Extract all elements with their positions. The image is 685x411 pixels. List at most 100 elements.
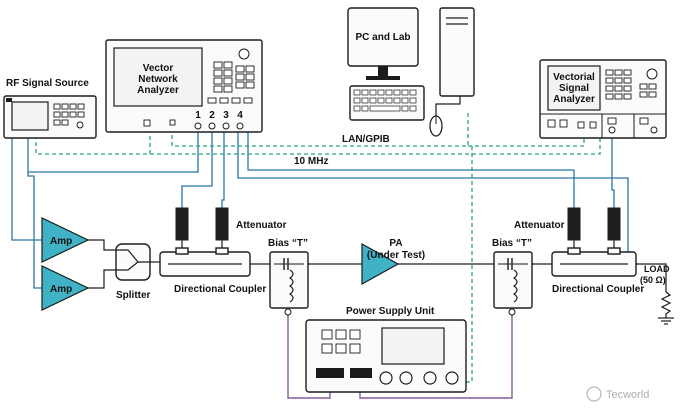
ref-wire-10mhz (150, 138, 601, 155)
rf-source-screen (11, 101, 49, 131)
watermark: Tecworld (586, 386, 649, 402)
ten-mhz-label: 10 MHz (294, 156, 328, 167)
pa-label-line2: (Under Test) (367, 250, 425, 261)
splitter: Splitter (115, 243, 151, 301)
vna-label-line3: Analyzer (137, 85, 179, 96)
attenuator-left: Attenuator (175, 207, 287, 248)
vna-port3-label: 3 (223, 110, 229, 121)
vna-usb-port (143, 119, 151, 127)
wire-port3-attenuator (221, 130, 225, 208)
vna-label-line1: Vector (143, 63, 174, 74)
watermark-text: Tecworld (606, 389, 649, 401)
directional-coupler-right: Directional Coupler (551, 247, 644, 295)
wire-to-right-attenuator (247, 130, 575, 208)
bias-t-left-body (269, 251, 309, 309)
vna-port1-label: 1 (195, 110, 201, 121)
wire-port1 (28, 130, 199, 173)
directional-coupler-left: Directional Coupler (159, 247, 266, 295)
coupler-left-port-b (215, 247, 229, 255)
pc-monitor-base (366, 76, 400, 80)
vna-port1-connector (194, 122, 202, 130)
vna-label-line2: Network (138, 74, 178, 85)
vna-port2-connector (208, 122, 216, 130)
bias-t-right-body (493, 251, 533, 309)
coax-amp-bottom (88, 269, 116, 289)
bias-t-right-dc-port (508, 308, 516, 316)
vsa-label-line3: Analyzer (553, 94, 595, 105)
attenuator-right: Attenuator (514, 207, 621, 248)
load-label-line1: LOAD (644, 264, 670, 274)
bias-t-right: Bias “T” (492, 238, 533, 316)
coax-coupler-load (636, 263, 667, 292)
pc-keyboard-keys (353, 89, 417, 112)
ref-wire-psu (462, 146, 473, 383)
vna-keypad (207, 48, 255, 104)
bias-t-left: Bias “T” (268, 238, 309, 316)
vsa-bottom-panel (540, 113, 666, 138)
ref-wire-lan (171, 110, 469, 147)
psu-display (381, 327, 445, 365)
wire-vna-to-amp-bottom (27, 138, 42, 289)
pa-triangle (361, 242, 400, 286)
load-resistor (660, 291, 672, 318)
bias-t-left-inductor (288, 269, 294, 303)
amp-bottom: Amp (41, 265, 90, 311)
amp-top-label: Amp (50, 236, 72, 247)
attenuator-right-a (567, 207, 581, 241)
coupler-right-port-b (607, 247, 621, 255)
coupler-right-port-a (567, 247, 581, 255)
pc-monitor-stand (378, 66, 388, 76)
watermark-icon (586, 386, 602, 402)
vna-lan-port (169, 119, 176, 126)
rf-source-keypad (53, 103, 85, 129)
vna-screen (113, 47, 203, 107)
coupler-right-label: Directional Coupler (552, 284, 644, 295)
pc-and-lab: PC and Lab (347, 7, 475, 137)
attenuator-left-label: Attenuator (236, 220, 287, 231)
psu-output-terminal-left (316, 368, 344, 378)
coax-amp-top (88, 239, 116, 251)
psu-output-terminal-right (350, 368, 372, 378)
reference-wires (35, 110, 601, 383)
load-50-ohm: LOAD (50 Ω) (640, 264, 674, 325)
vsa-screen (547, 65, 601, 111)
wire-source-to-amp-top (11, 138, 42, 241)
rf-signal-source: RF Signal Source (3, 78, 97, 139)
attenuator-right-label: Attenuator (514, 220, 565, 231)
amp-bottom-label: Amp (50, 284, 72, 295)
vna-port2-label: 2 (209, 110, 215, 121)
psu-knob-4 (445, 371, 459, 385)
coupler-left-label: Directional Coupler (174, 284, 266, 295)
attenuator-left-b (215, 207, 229, 241)
lan-gpib-label: LAN/GPIB (342, 134, 390, 145)
bias-t-left-label: Bias “T” (268, 238, 308, 249)
vector-network-analyzer: Vector Network Analyzer 1 2 3 4 (105, 39, 263, 133)
coupler-left-port-a (175, 247, 189, 255)
splitter-path-top (116, 249, 150, 263)
power-supply-unit: Power Supply Unit (305, 306, 467, 393)
vectorial-signal-analyzer: Vectorial Signal Analyzer (539, 59, 667, 139)
rf-source-label: RF Signal Source (6, 78, 89, 89)
psu-label: Power Supply Unit (346, 306, 435, 317)
ref-wire-vsa (468, 138, 585, 147)
bias-t-left-dc-port (284, 308, 292, 316)
psu-knob-2 (399, 371, 413, 385)
splitter-path-bottom (116, 261, 139, 271)
attenuator-right-b (607, 207, 621, 241)
amp-top-triangle (41, 217, 90, 263)
vsa-label-line2: Signal (559, 83, 589, 94)
vna-port4-connector (236, 122, 244, 130)
bias-t-right-label: Bias “T” (492, 238, 532, 249)
pa-under-test: PA (Under Test) (361, 238, 425, 286)
vna-port4-label: 4 (237, 110, 243, 121)
load-label-line2: (50 Ω) (640, 275, 666, 285)
splitter-label: Splitter (116, 290, 151, 301)
amp-top: Amp (41, 217, 90, 263)
vsa-label-line1: Vectorial (553, 72, 595, 83)
vna-port3-connector (222, 122, 230, 130)
psu-knob-1 (379, 371, 393, 385)
psu-knob-3 (423, 371, 437, 385)
coax-lines (88, 239, 667, 292)
